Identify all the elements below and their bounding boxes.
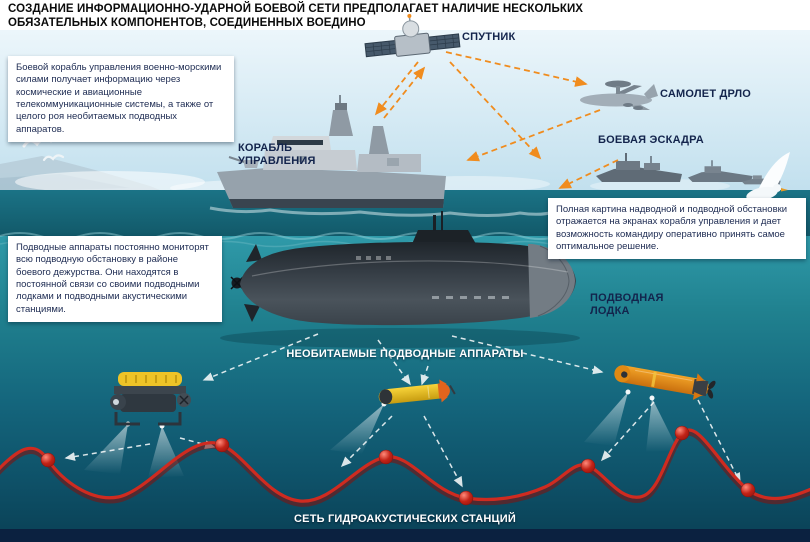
awacs-aircraft-icon [580,80,658,110]
ship-wake-foam [209,206,555,217]
label-squadron: БОЕВАЯ ЭСКАДРА [598,134,704,146]
callout-uuv: Подводные аппараты постоянно мониторят в… [8,236,222,323]
label-submarine: ПОДВОДНАЯ ЛОДКА [590,292,664,317]
comm-links-underwater [64,333,741,488]
label-command-ship: КОРАБЛЬ УПРАВЛЕНИЯ [238,142,316,167]
infographic-title: СОЗДАНИЕ ИНФОРМАЦИОННО-УДАРНОЙ БОЕВОЙ СЕ… [8,2,583,31]
submarine-shadow [220,328,580,348]
uuv-yellow-icon [378,379,456,405]
cable-node [674,425,690,441]
cable-node [740,482,756,498]
cable-nodes [40,425,756,506]
submarine-icon [230,211,576,326]
title-line-1: СОЗДАНИЕ ИНФОРМАЦИОННО-УДАРНОЙ БОЕВОЙ СЕ… [8,3,584,15]
label-uuvs: НЕОБИТАЕМЫЕ ПОДВОДНЫЕ АППАРАТЫ [286,348,524,360]
command-ship-icon [217,95,446,208]
cable-node [214,437,230,453]
cable-node [458,490,474,506]
cable-node [40,452,56,468]
uuv-orange-icon [614,365,716,400]
title-line-2: ОБЯЗАТЕЛЬНЫХ КОМПОНЕНТОВ, СОЕДИНЕННЫХ ВО… [8,17,366,30]
cable-node [580,458,596,474]
callout-situation: Полная картина надводной и подводной обс… [548,198,806,260]
rov-icon [110,372,191,426]
bottom-band [0,529,810,542]
comm-links-air [374,51,619,189]
cable-node [378,449,394,465]
satellite-icon [364,13,461,58]
label-awacs: САМОЛЕТ ДРЛО [660,88,752,100]
callout-command-ship: Боевой корабль управления военно-морским… [8,56,234,143]
label-satellite: СПУТНИК [462,31,516,43]
label-sonar-network: СЕТЬ ГИДРОАКУСТИЧЕСКИХ СТАНЦИЙ [294,513,516,525]
